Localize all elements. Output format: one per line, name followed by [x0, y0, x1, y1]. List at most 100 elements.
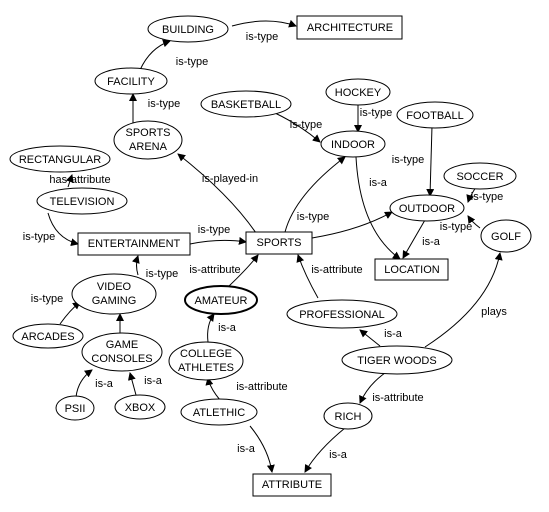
edge-label: is-played-in: [202, 173, 258, 185]
svg-text:GOLF: GOLF: [491, 231, 521, 243]
edge-rich-attribute: is-a: [304, 427, 348, 473]
edge-television-entertainment: is-type: [23, 212, 79, 247]
edge-tiger-rich: is-attribute: [359, 372, 424, 404]
svg-text:CONSOLES: CONSOLES: [91, 353, 152, 365]
edge-label: is-type: [23, 231, 55, 243]
node-facility: FACILITY: [94, 67, 168, 95]
node-rectangular: RECTANGULAR: [9, 145, 111, 173]
edge-basketball-indoor: is-type: [274, 112, 322, 143]
node-soccer: SOCCER: [443, 162, 517, 190]
svg-text:FOOTBALL: FOOTBALL: [406, 110, 463, 122]
node-golf: GOLF: [480, 219, 532, 253]
svg-text:VIDEO: VIDEO: [97, 281, 132, 293]
svg-text:ARCADES: ARCADES: [21, 331, 74, 343]
edge-rectangular-television: has-attribute: [49, 174, 111, 188]
node-rich: RICH: [323, 402, 373, 430]
edges-layer: is-type is-type is-type is-type is-type …: [23, 19, 507, 473]
edge-atletic-attribute: is-a: [237, 425, 275, 473]
edge-college-amateur: is-a: [206, 313, 237, 343]
node-indoor: INDOOR: [320, 130, 386, 158]
edge-facility-building: is-type: [139, 39, 208, 71]
node-sports: SPORTS: [245, 231, 313, 255]
edge-label: is-type: [198, 224, 230, 236]
node-amateur: AMATEUR: [184, 285, 258, 315]
edge-label: is-attribute: [189, 264, 240, 276]
node-atletic: ATLETHIC: [180, 398, 258, 426]
edge-label: is-type: [360, 107, 392, 119]
svg-text:HOCKEY: HOCKEY: [335, 87, 382, 99]
svg-text:AMATEUR: AMATEUR: [195, 295, 248, 307]
svg-text:SPORTS: SPORTS: [256, 237, 301, 249]
node-video-gaming: VIDEO GAMING: [71, 273, 157, 315]
node-tiger-woods: TIGER WOODS: [341, 345, 453, 375]
svg-text:SPORTS: SPORTS: [125, 127, 170, 139]
edge-psii-consoles: is-a: [75, 369, 114, 398]
edge-label: has-attribute: [49, 174, 110, 186]
edge-atletic-college: is-attribute: [205, 377, 288, 401]
node-entertainment: ENTERTAINMENT: [77, 232, 191, 256]
svg-text:LOCATION: LOCATION: [384, 264, 439, 276]
edge-label: is-a: [329, 449, 348, 461]
edge-sports-outdoor: [311, 211, 393, 239]
svg-text:BUILDING: BUILDING: [162, 24, 214, 36]
edge-professional-sports: is-attribute: [296, 254, 363, 299]
edge-label: is-a: [95, 378, 114, 390]
svg-text:XBOX: XBOX: [125, 402, 156, 414]
node-xbox: XBOX: [114, 394, 166, 420]
edge-sports-indoor: is-type: [284, 156, 346, 233]
node-location: LOCATION: [374, 258, 449, 281]
svg-text:TELEVISION: TELEVISION: [50, 196, 115, 208]
edge-label: plays: [481, 306, 507, 318]
node-psii: PSII: [55, 395, 95, 421]
svg-text:ARENA: ARENA: [129, 141, 168, 153]
edge-label: is-type: [146, 268, 178, 280]
edge-amateur-sports: is-attribute: [189, 254, 259, 288]
svg-text:GAME: GAME: [106, 339, 138, 351]
svg-text:PSII: PSII: [65, 403, 86, 415]
edge-label: is-type: [176, 56, 208, 68]
edge-label: is-a: [369, 177, 388, 189]
edge-label: is-attribute: [236, 381, 287, 393]
edge-outdoor-location: is-a: [402, 219, 441, 259]
edge-arena-facility: is-type: [129, 93, 180, 124]
edge-tiger-golf: plays: [424, 252, 507, 348]
svg-text:TIGER WOODS: TIGER WOODS: [357, 355, 436, 367]
edge-golf-outdoor: is-type: [440, 215, 481, 233]
edge-label: is-a: [218, 322, 237, 334]
edge-entertainment-sports: is-type: [189, 224, 247, 245]
svg-text:ATLETHIC: ATLETHIC: [193, 407, 245, 419]
svg-text:FACILITY: FACILITY: [107, 76, 155, 88]
svg-text:ATHLETES: ATHLETES: [178, 362, 234, 374]
node-architecture: ARCHITECTURE: [296, 15, 403, 40]
edge-hockey-indoor: is-type: [354, 104, 392, 133]
edge-label: is-a: [384, 328, 403, 340]
node-building: BUILDING: [147, 15, 229, 43]
edge-indoor-location: is-a: [355, 156, 401, 260]
edge-label: is-type: [471, 191, 503, 203]
edge-label: is-type: [290, 119, 322, 131]
edge-label: is-type: [246, 31, 278, 43]
svg-text:INDOOR: INDOOR: [331, 139, 375, 151]
edge-label: is-attribute: [372, 392, 423, 404]
edge-label: is-type: [392, 154, 424, 166]
node-hockey: HOCKEY: [325, 78, 391, 106]
svg-text:ENTERTAINMENT: ENTERTAINMENT: [88, 238, 181, 250]
edge-label: is-a: [144, 375, 163, 387]
node-arcades: ARCADES: [12, 323, 84, 349]
node-television: TELEVISION: [36, 187, 128, 215]
edge-label: is-a: [422, 236, 441, 248]
svg-text:GAMING: GAMING: [92, 295, 137, 307]
edge-label: is-type: [148, 98, 180, 110]
svg-text:COLLEGE: COLLEGE: [180, 348, 232, 360]
svg-text:BASKETBALL: BASKETBALL: [211, 99, 281, 111]
node-football: FOOTBALL: [396, 101, 474, 129]
edge-xbox-consoles: is-a: [127, 372, 163, 396]
edge-football-outdoor: is-type: [392, 125, 435, 197]
nodes-layer: ARCHITECTURE BUILDING FACILITY SPORTS AR…: [9, 15, 532, 497]
edge-video-entertainment: is-type: [131, 255, 178, 280]
node-attribute: ATTRIBUTE: [252, 473, 332, 497]
edge-label: is-type: [31, 293, 63, 305]
node-outdoor: OUTDOOR: [389, 194, 465, 222]
svg-text:SOCCER: SOCCER: [456, 171, 503, 183]
